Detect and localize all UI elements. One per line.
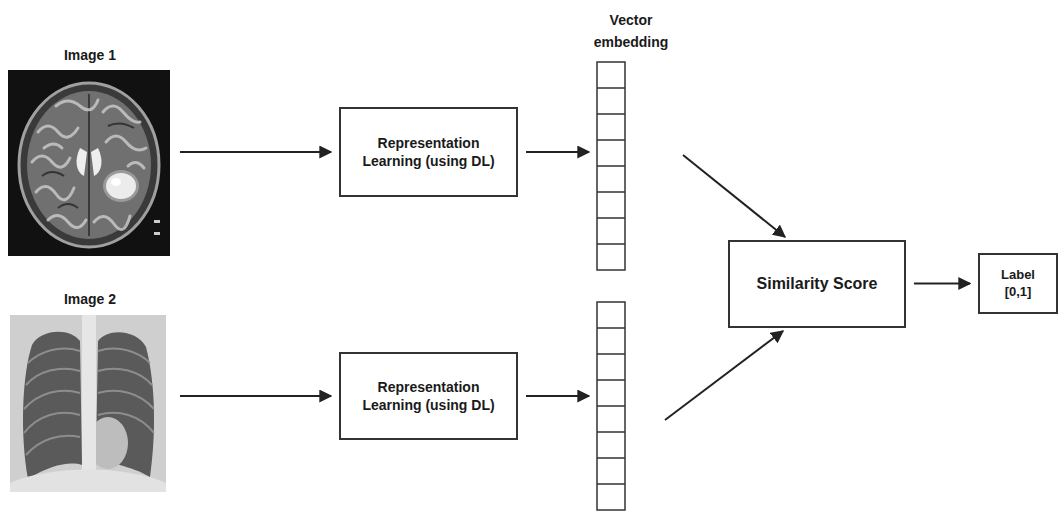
rib bbox=[98, 349, 150, 363]
vector-cells bbox=[597, 88, 625, 244]
gyrus bbox=[36, 186, 74, 199]
connector-line bbox=[180, 151, 331, 153]
arrow-connector bbox=[526, 331, 783, 420]
lesion-rim bbox=[103, 170, 139, 202]
arrow-connector bbox=[180, 152, 331, 153]
rib bbox=[98, 413, 154, 433]
gyrus bbox=[103, 106, 140, 122]
lesion-core bbox=[111, 178, 121, 186]
ventricle bbox=[77, 148, 87, 176]
connector-line bbox=[665, 331, 783, 420]
vector-cells bbox=[597, 328, 625, 484]
ventricle bbox=[91, 148, 101, 176]
image-heading: Image 2 bbox=[64, 290, 116, 308]
gyrus bbox=[38, 126, 78, 137]
sulcus bbox=[108, 123, 134, 128]
gyrus bbox=[56, 100, 98, 110]
rib bbox=[28, 349, 80, 363]
gyrus bbox=[128, 162, 144, 168]
image-panel: Image 2 bbox=[8, 288, 172, 494]
chest-xray bbox=[10, 315, 166, 492]
rib bbox=[98, 391, 154, 409]
xray-background bbox=[10, 315, 166, 492]
scan-mark bbox=[154, 220, 160, 223]
gyrus bbox=[44, 144, 62, 148]
midline bbox=[88, 94, 90, 236]
rib bbox=[24, 391, 80, 409]
gyri bbox=[32, 100, 146, 229]
image-panel: Image 1 bbox=[8, 44, 172, 256]
image-heading: Image 1 bbox=[64, 46, 116, 64]
connector-line bbox=[914, 283, 970, 285]
box-label: Representation Learning (using DL) bbox=[351, 378, 506, 414]
rib bbox=[26, 436, 80, 455]
vector-embedding bbox=[597, 62, 625, 510]
arrow-connector bbox=[526, 152, 785, 237]
diaphragm bbox=[10, 470, 166, 493]
box-label: Label [0,1] bbox=[989, 267, 1047, 301]
gyrus bbox=[106, 136, 146, 150]
lesion bbox=[106, 173, 136, 199]
gyrus bbox=[32, 156, 70, 167]
brain-mri bbox=[8, 70, 170, 256]
process-box: Representation Learning (using DL) bbox=[339, 107, 518, 197]
vector-column bbox=[597, 62, 625, 270]
connector-line bbox=[526, 395, 589, 397]
lung bbox=[23, 332, 82, 479]
vector-column bbox=[597, 302, 625, 510]
process-box: Representation Learning (using DL) bbox=[339, 352, 518, 440]
ribs bbox=[24, 349, 154, 455]
connector-line bbox=[683, 155, 785, 237]
scan-mark bbox=[154, 232, 160, 235]
box-label: Similarity Score bbox=[757, 274, 878, 295]
output-box: Label [0,1] bbox=[978, 253, 1058, 314]
connector-line bbox=[526, 151, 589, 153]
rib bbox=[26, 369, 80, 385]
section-label: Vector embedding bbox=[575, 9, 687, 53]
arrow-connector bbox=[914, 283, 970, 284]
sulcus bbox=[58, 204, 78, 208]
connector-line bbox=[180, 395, 331, 397]
connector-group bbox=[180, 152, 970, 420]
process-box: Similarity Score bbox=[728, 240, 906, 328]
rib bbox=[24, 413, 80, 433]
brain-tissue bbox=[27, 91, 151, 239]
gyrus bbox=[94, 216, 130, 229]
arrow-connector bbox=[180, 396, 331, 397]
spine bbox=[82, 315, 96, 492]
gyrus bbox=[48, 215, 86, 227]
mri-background bbox=[8, 70, 170, 256]
rib bbox=[98, 369, 152, 385]
sulcus bbox=[42, 172, 64, 176]
box-label: Representation Learning (using DL) bbox=[351, 134, 506, 170]
skull bbox=[19, 83, 159, 247]
